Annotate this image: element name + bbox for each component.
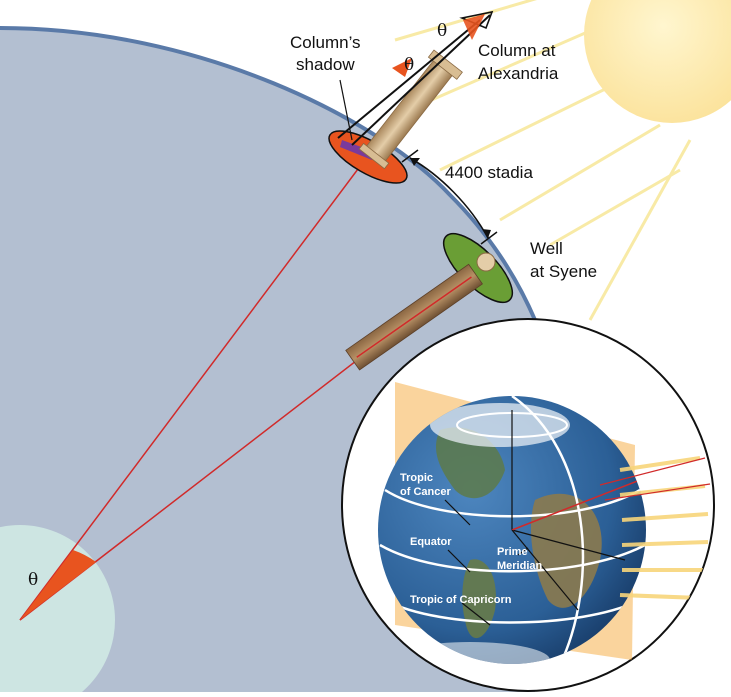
sun-ray — [419, 18, 616, 107]
inset-sun-rays — [619, 456, 709, 600]
label-well-1: Well — [530, 239, 563, 258]
sun-ray — [588, 139, 692, 321]
label-well-2: at Syene — [530, 262, 597, 281]
label-column-at-2: Alexandria — [478, 64, 559, 83]
label-column-shadow-2: shadow — [296, 55, 355, 74]
inset-globe-panel: Tropic of Cancer Equator Prime Meridian … — [341, 318, 715, 692]
distance-arc — [409, 157, 489, 239]
well-syene — [345, 263, 483, 371]
well-top — [476, 252, 496, 272]
tick — [480, 231, 498, 245]
mid-angle-wedge — [392, 58, 412, 77]
label-prime-1: Prime — [497, 546, 528, 558]
label-theta-mid: θ — [404, 55, 414, 75]
ray-line-shadow — [337, 19, 481, 139]
label-column-at-1: Column at — [478, 41, 556, 60]
label-equator: Equator — [410, 536, 452, 548]
arrow-head — [410, 158, 420, 166]
arrow-head — [482, 229, 491, 238]
top-angle-wedge — [463, 14, 485, 40]
label-distance: 4400 stadia — [445, 163, 533, 182]
tick — [401, 149, 419, 163]
label-theta-center: θ — [28, 570, 38, 590]
sun-ray — [499, 123, 661, 222]
sun-ray — [394, 0, 538, 42]
center-angle-wedge — [20, 550, 96, 620]
radius-to-alexandria — [19, 156, 368, 621]
column-alexandria — [358, 49, 463, 170]
label-tropic-cancer-2: of Cancer — [400, 486, 451, 498]
label-theta-top: θ — [437, 21, 447, 41]
label-tropic-cancer-1: Tropic — [400, 472, 433, 484]
ray-line-column — [351, 14, 491, 146]
earth-surface — [0, 26, 537, 321]
label-column-shadow-1: Column’s — [290, 33, 361, 52]
sun — [584, 0, 731, 123]
label-tropic-capricorn: Tropic of Capricorn — [410, 594, 512, 606]
shadow-leader — [339, 79, 353, 141]
label-prime-2: Meridian — [497, 560, 543, 572]
sun-ray — [549, 168, 681, 247]
